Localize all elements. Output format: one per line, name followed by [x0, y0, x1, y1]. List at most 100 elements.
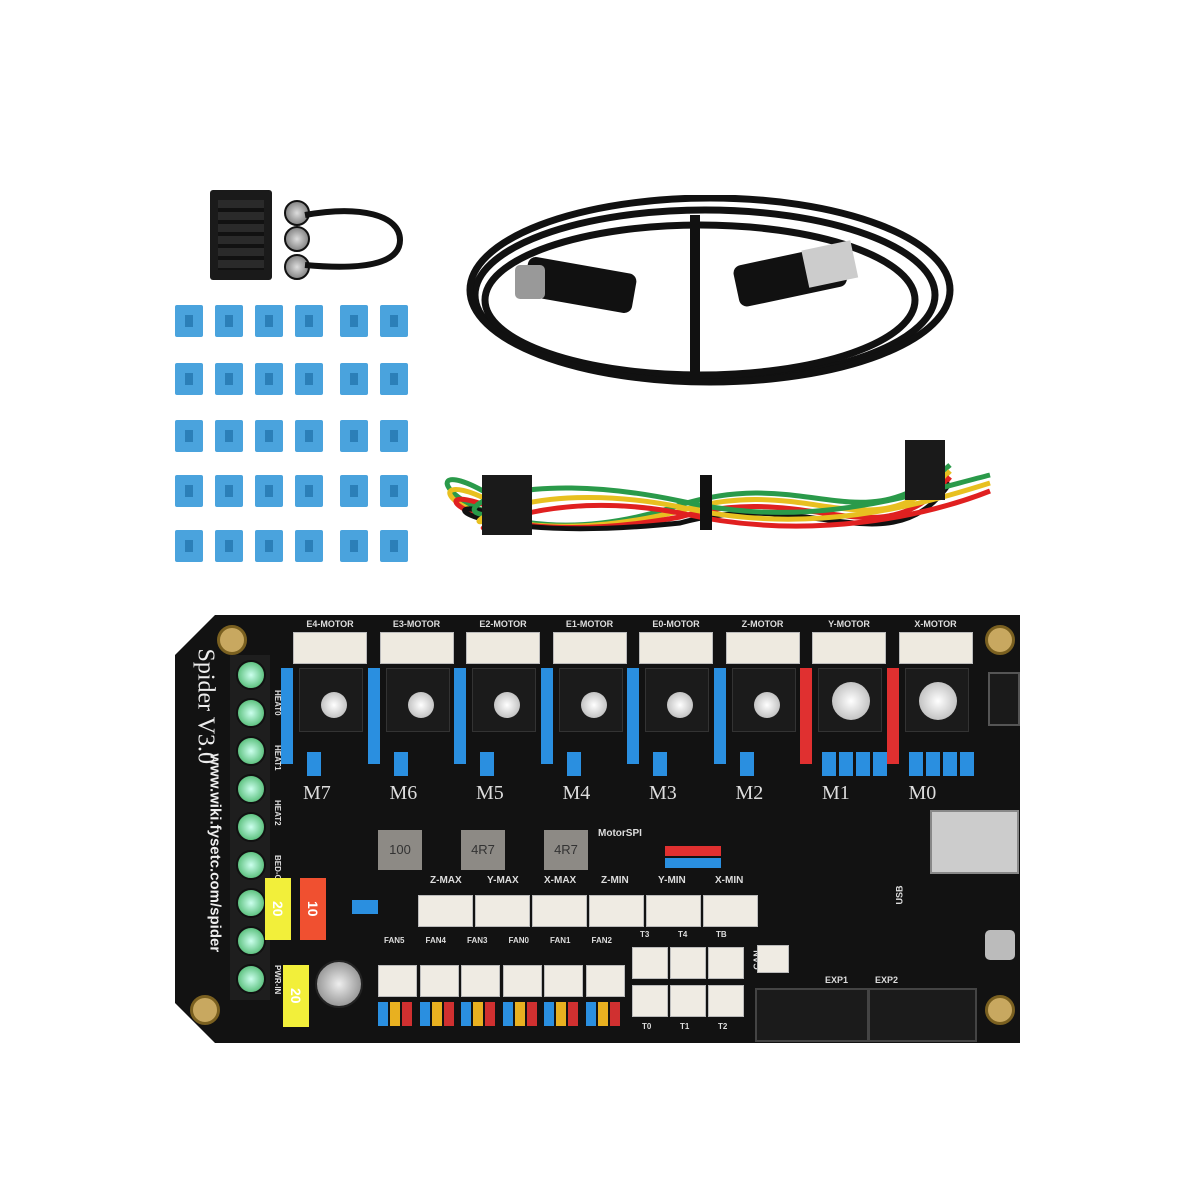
jumper-cap [255, 420, 283, 452]
fan-jumper[interactable] [461, 1002, 471, 1026]
jumper[interactable] [856, 752, 870, 776]
fan-connector[interactable] [585, 965, 625, 997]
jumper-cap [255, 363, 283, 395]
jumper[interactable] [653, 752, 667, 776]
terminal-screw-icon [236, 888, 266, 918]
thermistor-connector[interactable] [632, 947, 668, 979]
driver-name: M1 [822, 782, 850, 804]
jumper-cap [175, 475, 203, 507]
motor-label: E2-MOTOR [479, 619, 527, 629]
jumper[interactable] [566, 752, 581, 776]
fan-connector[interactable] [502, 965, 542, 997]
jumper-cap [295, 475, 323, 507]
driver-name: M5 [476, 782, 504, 804]
motor-connector[interactable] [898, 632, 973, 664]
fan-label: FAN4 [425, 936, 446, 945]
fan-connector[interactable] [419, 965, 459, 997]
jumper[interactable] [942, 752, 957, 776]
fan-connector[interactable] [378, 965, 417, 997]
motor-connector[interactable] [812, 632, 886, 664]
endstop-connector[interactable] [703, 895, 758, 927]
jumper[interactable] [393, 752, 408, 776]
thermistor-connector[interactable] [632, 985, 668, 1017]
mounting-hole [985, 625, 1015, 655]
endstop-connector[interactable] [532, 895, 587, 927]
fan-jumper[interactable] [526, 1002, 537, 1026]
motor-connector[interactable] [552, 632, 627, 664]
jumper-cap [380, 530, 408, 562]
jumper[interactable] [739, 752, 754, 776]
fan-jumper[interactable] [597, 1002, 608, 1026]
ribbon-cable [444, 440, 991, 535]
driver-capacitor [667, 692, 693, 718]
endstop-connector[interactable] [646, 895, 701, 927]
endstop-connector[interactable] [475, 895, 530, 927]
terminal-block-connector [210, 190, 272, 280]
jumper-cap [215, 420, 243, 452]
fan-jumper[interactable] [568, 1002, 578, 1026]
fan-jumper[interactable] [390, 1002, 400, 1026]
endstop-label: Z-MAX [430, 875, 462, 886]
motor-label: Y-MOTOR [828, 619, 870, 629]
jumper-cap [380, 475, 408, 507]
motor-connector[interactable] [293, 632, 367, 664]
thermistor-connector[interactable] [708, 947, 744, 979]
fan-jumper[interactable] [556, 1002, 566, 1026]
can-connector[interactable] [757, 945, 789, 973]
jumper[interactable] [839, 752, 853, 776]
usb-c-port[interactable] [985, 930, 1015, 960]
jumper[interactable] [480, 752, 494, 776]
motor-connector[interactable] [466, 632, 540, 664]
driver-name: M7 [303, 782, 331, 804]
voltage-jumper[interactable] [352, 900, 378, 914]
jumper[interactable] [873, 752, 887, 776]
thermistor-connector[interactable] [708, 985, 744, 1017]
fan-jumper[interactable] [431, 1002, 442, 1026]
inductor: 4R7 [544, 830, 588, 870]
thermistor-connector[interactable] [670, 947, 706, 979]
terminal-screw-icon [236, 774, 266, 804]
exp1-header[interactable] [755, 988, 869, 1042]
jumper[interactable] [925, 752, 940, 776]
endstop-label: Y-MAX [487, 875, 519, 886]
driver-header [454, 668, 466, 764]
driver-header [540, 668, 553, 764]
capacitor [315, 960, 363, 1008]
sd-card-slot[interactable] [930, 810, 1019, 874]
motor-connector[interactable] [639, 632, 713, 664]
fan-jumper[interactable] [485, 1002, 495, 1026]
heater-label: HEAT2 [273, 800, 282, 826]
motor-connector[interactable] [725, 632, 800, 664]
jumper-cap [295, 305, 323, 337]
jumper-cap [340, 363, 368, 395]
terminal-screw-icon [236, 736, 266, 766]
thermistor-connector[interactable] [670, 985, 706, 1017]
motor-label: E1-MOTOR [565, 619, 614, 629]
fan-jumper[interactable] [514, 1002, 525, 1026]
exp2-header[interactable] [868, 988, 977, 1042]
fan-jumper[interactable] [502, 1002, 513, 1026]
fan-connector[interactable] [461, 965, 500, 997]
fan-jumper[interactable] [402, 1002, 412, 1026]
motor-connector[interactable] [379, 632, 454, 664]
jumper[interactable] [959, 752, 974, 776]
endstop-connector[interactable] [589, 895, 644, 927]
fan-label: FAN1 [550, 936, 571, 945]
jumper[interactable] [307, 752, 321, 776]
connector [937, 915, 967, 980]
fan-jumper[interactable] [544, 1002, 554, 1026]
terminal-screw-icon [236, 964, 266, 994]
fan-connector[interactable] [544, 965, 583, 997]
fan-jumper[interactable] [473, 1002, 483, 1026]
jumper[interactable] [822, 752, 836, 776]
fan-label: FAN0 [508, 936, 529, 945]
fan-jumper[interactable] [443, 1002, 454, 1026]
fan-jumper[interactable] [585, 1002, 596, 1026]
fan-jumper[interactable] [419, 1002, 430, 1026]
fan-jumper[interactable] [378, 1002, 388, 1026]
jumper[interactable] [908, 752, 923, 776]
motor-label: X-MOTOR [914, 619, 957, 629]
fan-jumper[interactable] [609, 1002, 620, 1026]
endstop-connector[interactable] [418, 895, 473, 927]
jumper-cap [175, 305, 203, 337]
